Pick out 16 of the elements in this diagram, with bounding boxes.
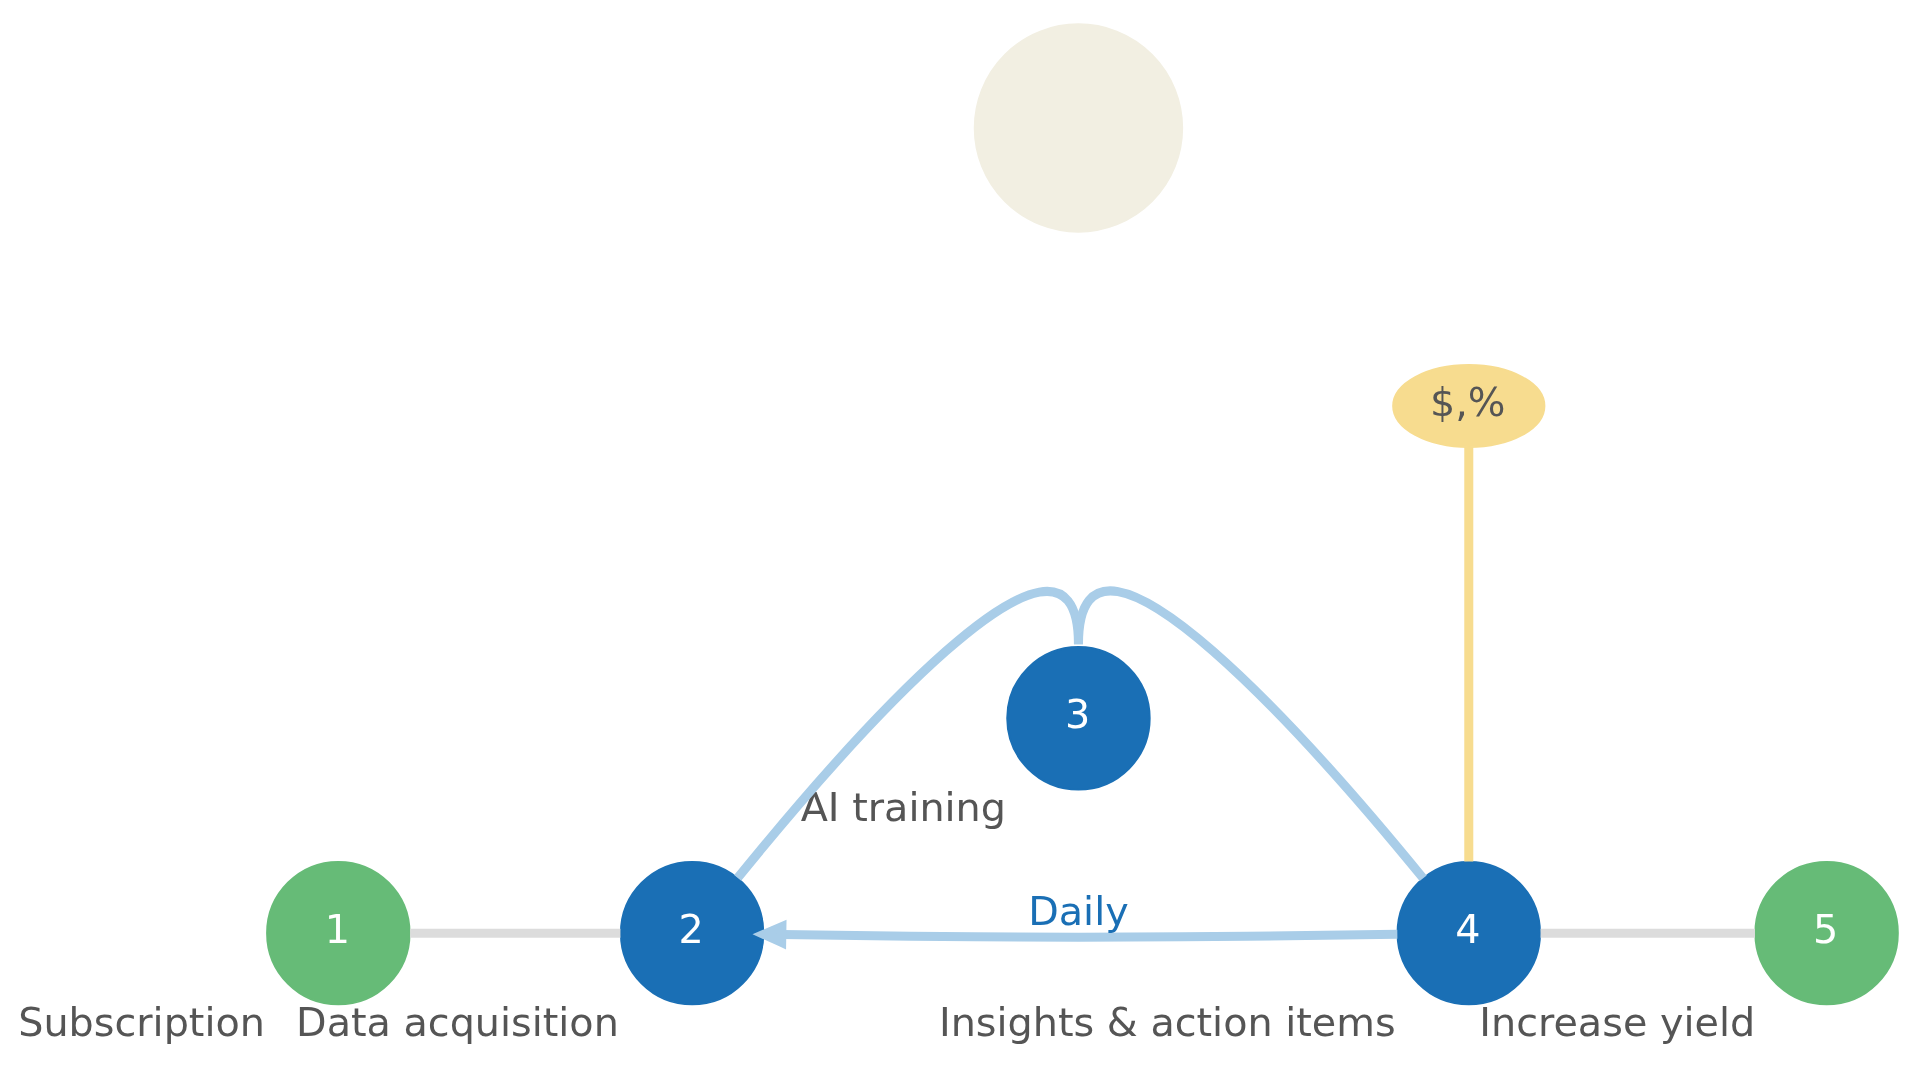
node-ellipse: $,% xyxy=(1392,364,1546,448)
connector xyxy=(410,928,621,938)
edge-label: Daily xyxy=(1028,888,1129,935)
node-circle xyxy=(973,23,1184,233)
node-circle: 3 xyxy=(1006,646,1151,791)
connector xyxy=(1464,446,1474,862)
connector xyxy=(1074,587,1427,882)
node-circle: 2 xyxy=(619,860,765,1006)
node-circle: 1 xyxy=(266,860,411,1006)
node-circle: 4 xyxy=(1396,860,1541,1006)
arrow xyxy=(752,919,1398,950)
connector xyxy=(1540,928,1755,938)
node-label: Insights & action items xyxy=(939,999,1396,1046)
node-label: AI training xyxy=(800,784,1007,831)
node-label: Subscription xyxy=(18,999,265,1046)
node-circle: 5 xyxy=(1754,860,1899,1006)
